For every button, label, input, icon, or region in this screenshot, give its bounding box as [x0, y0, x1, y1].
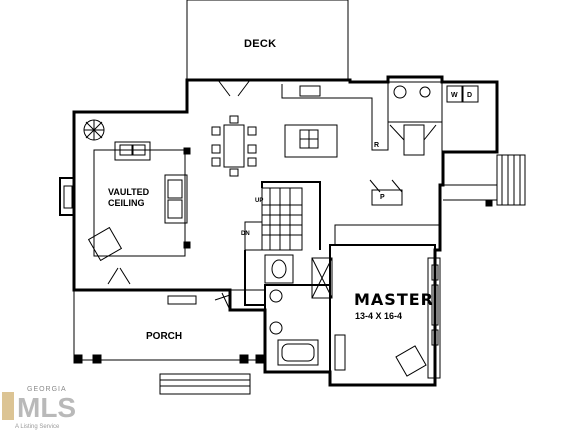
fireplace — [59, 177, 74, 216]
watermark-top: GEORGIA — [27, 386, 67, 393]
vaulted-ceiling-label-2: CEILING — [108, 198, 145, 208]
master-room — [329, 244, 436, 386]
dining-table — [223, 124, 245, 168]
dryer-label: D — [467, 92, 473, 99]
pantry-label: P — [380, 194, 385, 201]
master-label: MASTER — [354, 290, 434, 309]
watermark-logo: MLS — [17, 392, 77, 423]
watermark-sub: A Listing Service — [15, 424, 60, 430]
stairs-up-label: UP — [255, 198, 264, 204]
refrigerator-label: R — [374, 142, 380, 149]
kitchen-island — [284, 124, 338, 158]
stairs — [261, 187, 303, 251]
mls-logo-mark — [2, 392, 14, 420]
side-steps — [496, 154, 526, 206]
armchair — [87, 226, 123, 262]
porch-label: PORCH — [146, 331, 183, 342]
bathtub — [277, 339, 319, 366]
stairs-down-label: DN — [241, 231, 250, 237]
vaulted-room — [93, 149, 186, 257]
deck-label: DECK — [244, 38, 277, 50]
vaulted-ceiling-label-1: VAULTED — [108, 187, 150, 197]
washer-label: W — [451, 92, 458, 99]
sofa — [114, 141, 151, 161]
master-dimensions: 13-4 X 16-4 — [355, 311, 403, 321]
exterior-walls — [72, 75, 499, 387]
porch-steps — [159, 373, 251, 395]
porch-outline — [73, 289, 266, 361]
